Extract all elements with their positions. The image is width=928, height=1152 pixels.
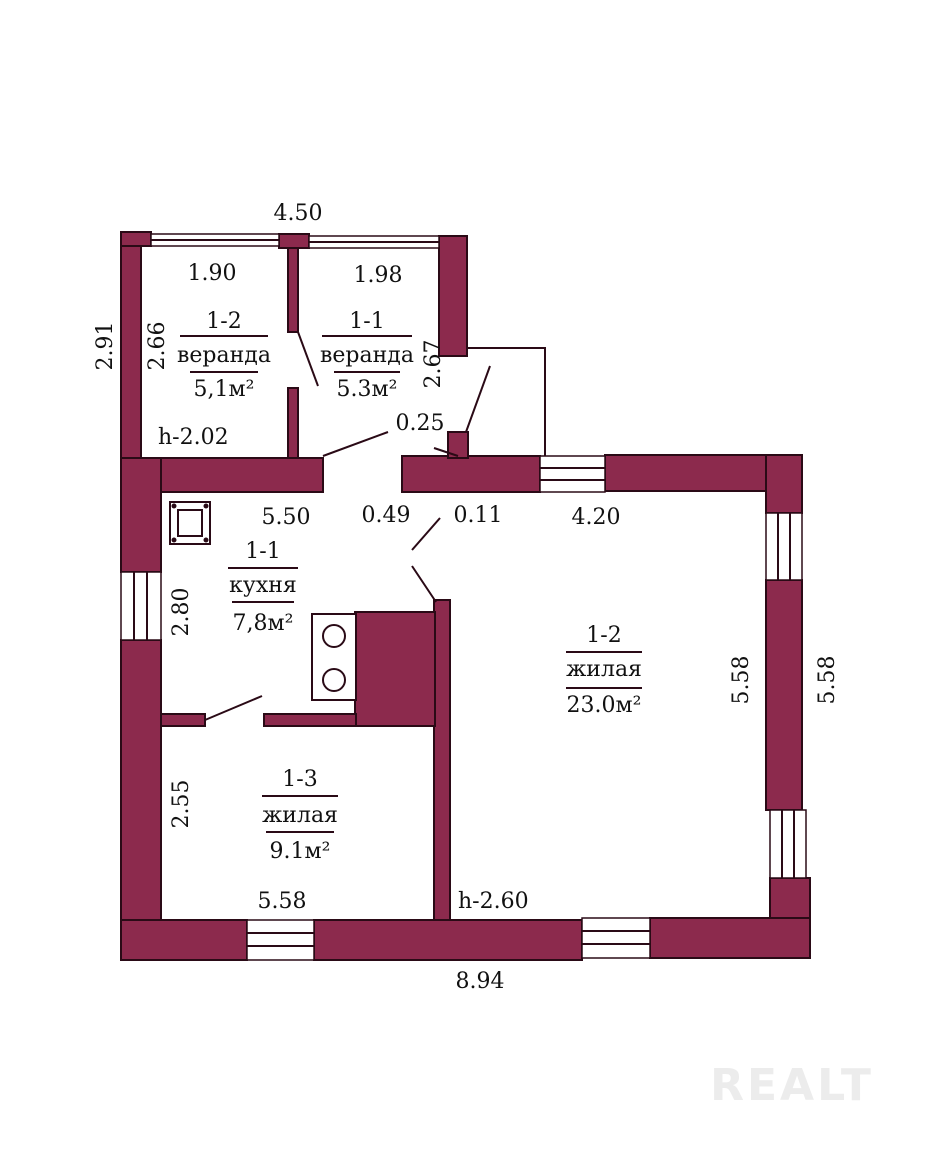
right-window-upper [765, 512, 803, 581]
room-name: кухня [229, 573, 297, 598]
room-number: 1-2 [206, 309, 241, 334]
bottom-window-right [581, 917, 651, 959]
room-area: 5,1м² [194, 377, 255, 402]
dim-veranda-total-width: 4.50 [274, 201, 323, 226]
house-bottom-wall-left [120, 919, 248, 961]
dim-living-top-width: 4.20 [572, 505, 621, 530]
top-window [539, 455, 606, 493]
left-window [120, 571, 162, 641]
house-bottom-wall-mid [313, 919, 583, 961]
dim-kitchen-width: 5.50 [262, 505, 311, 530]
fixtures [169, 501, 357, 701]
right-window-lower [769, 809, 807, 879]
dim-veranda-left-depth: 2.66 [145, 322, 170, 371]
room-number: 1-3 [282, 767, 317, 792]
interior-wall-vertical [433, 599, 451, 921]
house-left-wall-top [120, 457, 162, 573]
entry-door-swing [322, 431, 389, 457]
house-right-wall-top [765, 454, 803, 514]
dim-veranda-right-depth: 2.67 [421, 340, 446, 389]
windows [120, 233, 807, 961]
dim-kitchen-depth: 2.80 [169, 588, 194, 637]
interior-wall-stub-right [263, 713, 357, 727]
dimension-labels: 4.50 1.90 1.98 2.91 2.66 2.67 h-2.02 0.2… [93, 201, 840, 994]
dim-veranda-left-width: 1.90 [188, 261, 237, 286]
realt-watermark-logo: REALT [710, 1060, 874, 1111]
walls [120, 231, 811, 961]
bottom-window-left [246, 919, 315, 961]
dim-veranda-outer-depth: 2.91 [93, 322, 118, 371]
house-left-wall-bottom [120, 639, 162, 961]
veranda-top-left-corner [120, 231, 152, 247]
dim-veranda-height: h-2.02 [158, 425, 229, 450]
living-door-swing [411, 565, 437, 603]
room-area: 9.1м² [270, 839, 331, 864]
room-name: веранда [320, 343, 414, 368]
step-line [433, 447, 459, 457]
house-right-wall-mid [765, 579, 803, 811]
veranda-left-wall [120, 231, 142, 459]
room-number: 1-1 [245, 539, 280, 564]
room-veranda-1-2: 1-2 веранда 5,1м² [177, 309, 271, 402]
veranda-right-wall [438, 235, 468, 357]
dim-house-total-width: 8.94 [456, 969, 505, 994]
dim-partition-025: 0.25 [396, 411, 445, 436]
house-bottom-wall-right [649, 917, 811, 959]
room-area: 7,8м² [233, 611, 294, 636]
outer-door-swing [465, 365, 491, 433]
chimney-icon [169, 501, 211, 545]
living-door-leaf [411, 517, 441, 551]
room-name: веранда [177, 343, 271, 368]
bedroom-door-swing [204, 695, 263, 721]
dim-living-inner-depth: 5.58 [729, 656, 754, 705]
dim-bedroom-depth: 2.55 [169, 780, 194, 829]
porch-outline [467, 347, 546, 456]
room-living-1-3: 1-3 жилая 9.1м² [262, 767, 338, 864]
room-name: жилая [566, 657, 642, 682]
room-living-1-2: 1-2 жилая 23.0м² [566, 623, 642, 718]
house-top-wall-mid [401, 455, 541, 493]
room-number: 1-1 [349, 309, 384, 334]
dim-bedroom-width: 5.58 [258, 889, 307, 914]
dim-veranda-right-width: 1.98 [354, 263, 403, 288]
dim-partition-011: 0.11 [454, 503, 503, 528]
doors [204, 331, 546, 721]
room-kitchen-1-1: 1-1 кухня 7,8м² [228, 539, 298, 636]
dim-house-height: h-2.60 [458, 889, 529, 914]
interior-wall-stub-left [160, 713, 206, 727]
room-area: 5.3м² [337, 377, 398, 402]
stove-icon [311, 613, 357, 701]
entry-wall-stub [447, 431, 469, 459]
interior-wall-block [354, 611, 436, 727]
dim-partition-049: 0.49 [362, 503, 411, 528]
room-name: жилая [262, 803, 338, 828]
room-number: 1-2 [586, 623, 621, 648]
veranda-partition-lower [287, 387, 299, 459]
dim-living-outer-depth: 5.58 [815, 656, 840, 705]
veranda-door-swing [297, 331, 319, 387]
veranda-partition-upper [287, 247, 299, 333]
veranda-top-mid-post [278, 233, 310, 249]
room-area: 23.0м² [567, 693, 642, 718]
room-veranda-1-1: 1-1 веранда 5.3м² [320, 309, 414, 402]
